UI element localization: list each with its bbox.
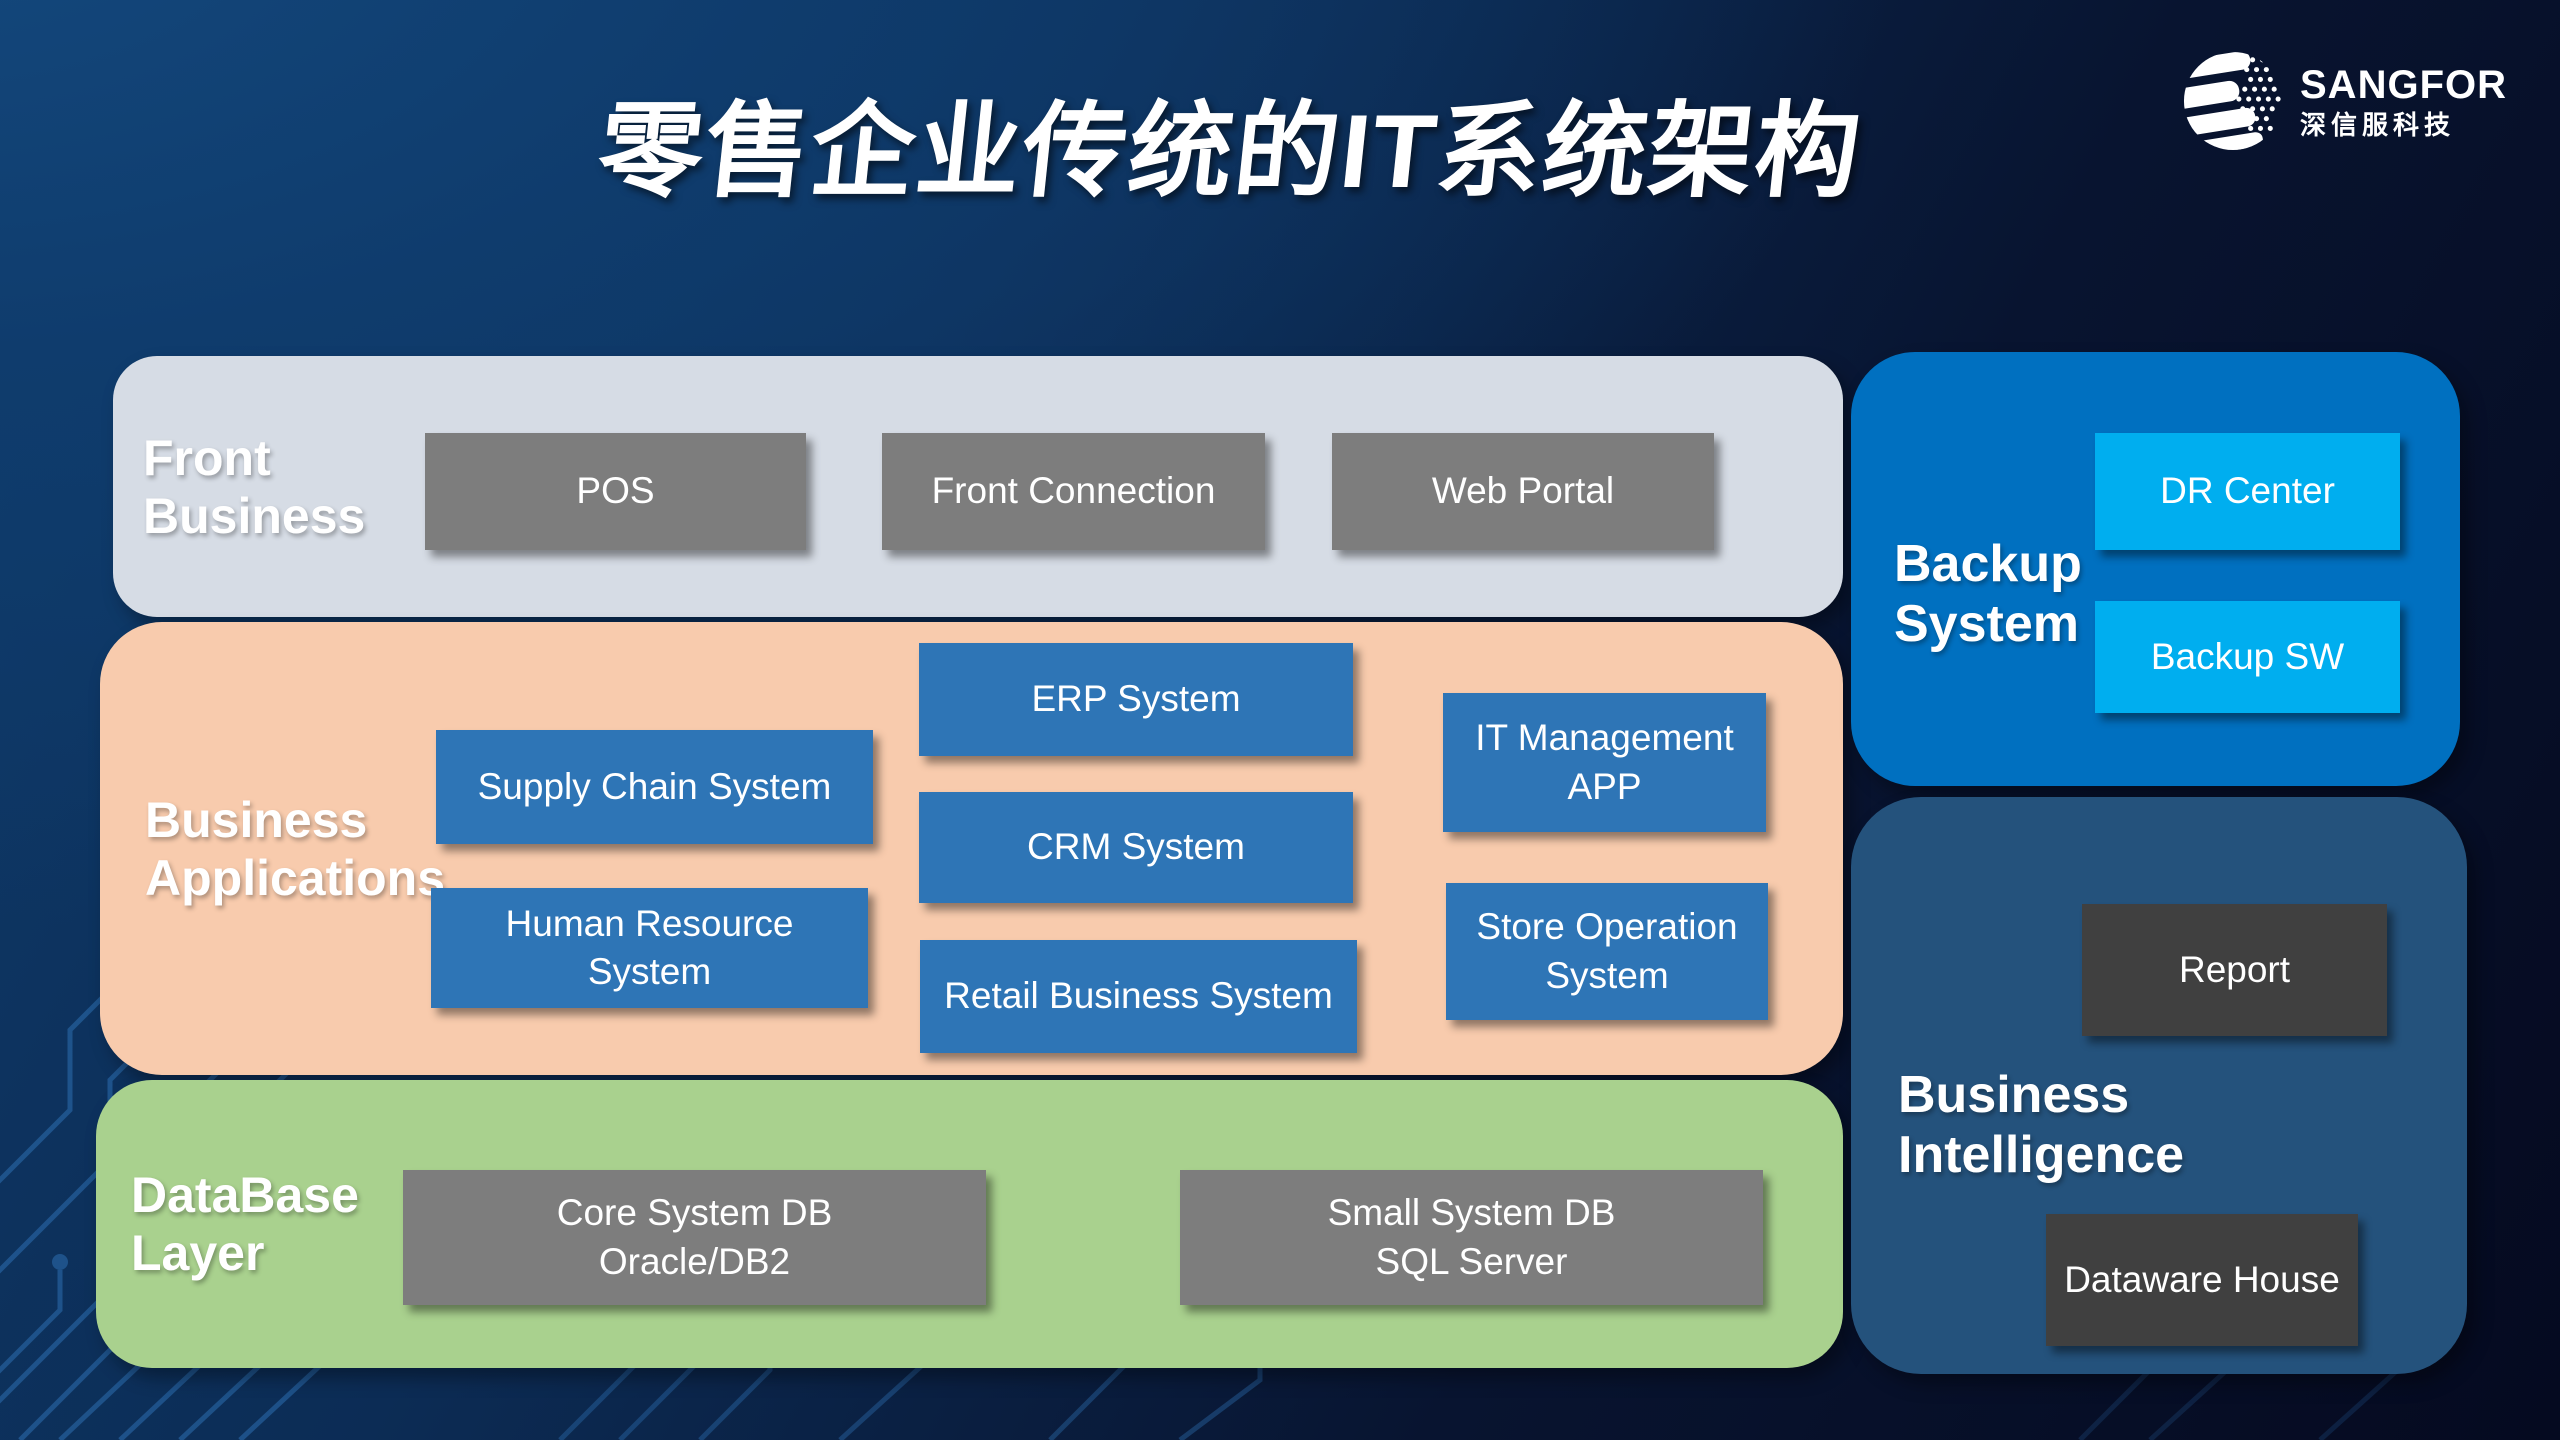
node-erp-system: ERP System (919, 643, 1353, 756)
logo-brand-cn-text: 深信服科技 (2300, 109, 2456, 140)
layer-backup-system: Backup System DR Center Backup SW (1851, 352, 2460, 786)
backup-system-label: Backup System (1894, 535, 2082, 654)
business-applications-label: Business Applications (145, 791, 446, 906)
node-supply-chain-system: Supply Chain System (436, 730, 873, 844)
layer-business-applications: Business Applications Supply Chain Syste… (100, 622, 1843, 1075)
node-report: Report (2082, 904, 2387, 1036)
node-retail-business-system: Retail Business System (920, 940, 1357, 1053)
business-intelligence-label: Business Intelligence (1898, 1066, 2185, 1185)
node-crm-system: CRM System (919, 792, 1353, 903)
front-business-label: Front Business (143, 429, 366, 544)
node-backup-sw: Backup SW (2095, 601, 2400, 713)
layer-database: DataBase Layer Core System DB Oracle/DB2… (96, 1080, 1843, 1368)
node-store-operation-system: Store Operation System (1446, 883, 1768, 1020)
node-dataware-house: Dataware House (2046, 1214, 2358, 1346)
logo-brand-text: SANGFOR (2300, 62, 2507, 107)
node-human-resource-system: Human Resource System (431, 888, 868, 1008)
logo-text: SANGFOR 深信服科技 (2300, 65, 2507, 138)
node-dr-center: DR Center (2095, 433, 2400, 550)
node-small-system-db: Small System DB SQL Server (1180, 1170, 1763, 1305)
node-core-system-db: Core System DB Oracle/DB2 (403, 1170, 986, 1305)
node-front-connection: Front Connection (882, 433, 1265, 550)
sangfor-logo: SANGFOR 深信服科技 (2182, 50, 2507, 152)
sangfor-globe-icon (2183, 51, 2281, 151)
node-web-portal: Web Portal (1332, 433, 1714, 550)
layer-business-intelligence: Business Intelligence Report Dataware Ho… (1851, 797, 2467, 1374)
node-pos: POS (425, 433, 806, 550)
node-it-management-app: IT Management APP (1443, 693, 1766, 832)
slide-title: 零售企业传统的IT系统架构 (592, 94, 1868, 210)
database-layer-label: DataBase Layer (131, 1167, 359, 1281)
layer-front-business: Front Business POS Front Connection Web … (113, 356, 1843, 617)
